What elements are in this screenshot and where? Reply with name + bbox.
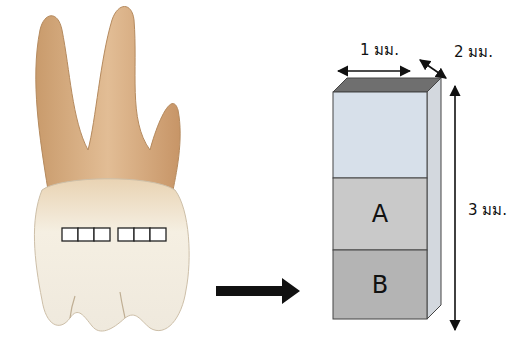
sample-block [333, 78, 441, 319]
layer-region: B [333, 250, 427, 319]
dimension-label: 1 มม. [358, 38, 401, 62]
process-arrow [216, 278, 300, 304]
tooth [34, 7, 189, 332]
dimension-lines [338, 60, 455, 330]
layer-letter: B [372, 271, 388, 299]
dimension-label: 3 มม. [466, 198, 509, 222]
layer-region: A [333, 178, 427, 250]
dimension-label: 2 มม. [452, 40, 495, 64]
layer-letter: A [372, 200, 388, 228]
